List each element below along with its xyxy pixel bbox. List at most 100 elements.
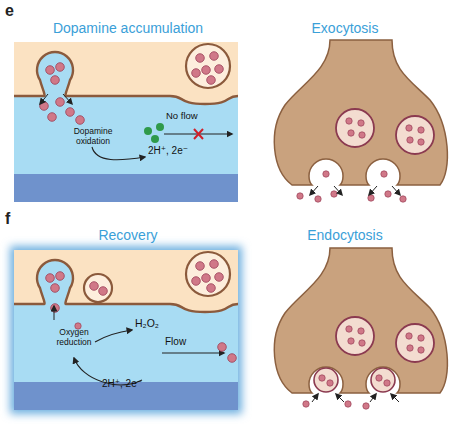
drawing-part xyxy=(418,127,424,133)
drawing-part xyxy=(56,272,65,281)
drawing-part xyxy=(215,65,224,74)
drawing-part xyxy=(218,343,227,352)
drawing-part xyxy=(369,186,377,195)
drawing-part xyxy=(303,401,309,407)
charge-label: 2H⁺, 2e⁻ xyxy=(102,378,172,389)
drawing-part xyxy=(210,52,219,61)
drawing-part xyxy=(196,262,205,271)
panel-heading: Exocytosis xyxy=(265,21,425,37)
drawing-part xyxy=(14,382,238,410)
drawing-part xyxy=(202,274,211,283)
drawing-part xyxy=(14,250,238,312)
drawing-part xyxy=(14,42,238,104)
drawing-part xyxy=(406,125,412,131)
drawing-part xyxy=(396,324,434,362)
drawing-part xyxy=(54,306,55,320)
drawing-part xyxy=(336,317,374,355)
drawing-part xyxy=(76,116,85,125)
drawing-part xyxy=(376,375,382,381)
drawing-part xyxy=(66,108,75,117)
drawing-part xyxy=(48,113,57,122)
drawing-part xyxy=(336,109,374,147)
product-label: H₂O₂ xyxy=(135,318,185,330)
drawing-part xyxy=(46,274,55,283)
panel-letter: e xyxy=(5,2,14,20)
drawing-part xyxy=(334,186,342,195)
drawing-part xyxy=(348,338,354,344)
drawing-part xyxy=(95,330,132,342)
drawing-part xyxy=(207,284,216,293)
drawing-part xyxy=(194,129,203,139)
drawing-part xyxy=(196,54,205,63)
drawing-part xyxy=(358,328,364,334)
drawing-part xyxy=(371,368,395,392)
drawing-part xyxy=(331,191,337,197)
drawing-part xyxy=(418,347,424,353)
drawing-part xyxy=(90,282,99,291)
drawing-part xyxy=(314,368,338,392)
drawing-part xyxy=(297,193,303,199)
drawing-part xyxy=(384,380,390,386)
drawing-part xyxy=(186,44,230,88)
drawing-part xyxy=(51,304,60,313)
drawing-part xyxy=(207,76,216,85)
drawing-part xyxy=(336,394,344,402)
drawing-part xyxy=(323,171,329,177)
drawing-part xyxy=(56,98,65,107)
drawing-part xyxy=(92,147,145,160)
drawing-part xyxy=(346,118,352,124)
recovery-panel xyxy=(10,246,242,414)
nerve-terminal: Exocytosis xyxy=(265,18,460,208)
drawing-part xyxy=(358,120,364,126)
drawing-part xyxy=(407,345,413,351)
drawing-part xyxy=(391,394,399,402)
drawing-part xyxy=(327,380,333,386)
drawing-part xyxy=(215,273,224,282)
nerve-terminal xyxy=(274,248,447,409)
drawing-part xyxy=(228,354,237,363)
process-label: Dopamine oxidation xyxy=(66,127,120,146)
drawing-part xyxy=(10,246,242,414)
drawing-part xyxy=(14,250,238,410)
drawing-part xyxy=(192,69,201,78)
electrode-panel xyxy=(14,42,238,202)
drawing-part xyxy=(418,335,424,341)
drawing-part xyxy=(396,116,434,154)
charge-label: 2H⁺, 2e⁻ xyxy=(148,145,218,156)
drawing-part xyxy=(363,403,369,409)
panel-letter: f xyxy=(5,210,10,228)
drawing-part xyxy=(63,94,72,104)
electrode-panel: Dopamine accumulationDopamine oxidation N… xyxy=(10,18,246,208)
nerve-terminal: Endocytosis xyxy=(265,225,460,420)
drawing-part xyxy=(400,196,406,202)
drawing-part xyxy=(162,352,224,353)
panel-heading: Endocytosis xyxy=(265,228,425,244)
drawing-part xyxy=(274,40,447,185)
drawing-part xyxy=(310,186,318,195)
electrode-panel: RecoveryOxygen reductionH₂O₂Flow2H⁺, 2e⁻ xyxy=(10,225,246,420)
drawing-part xyxy=(406,333,412,339)
drawing-part xyxy=(312,394,318,402)
drawing-part xyxy=(14,42,238,202)
drawing-part xyxy=(392,186,400,195)
drawing-part xyxy=(348,130,354,136)
drawing-part xyxy=(51,76,60,85)
drawing-part xyxy=(51,284,60,293)
drawing-part xyxy=(56,63,65,72)
drawing-part xyxy=(84,274,112,302)
drawing-part xyxy=(151,135,159,143)
panel-heading: Dopamine accumulation xyxy=(10,21,246,37)
drawing-part xyxy=(359,132,365,138)
flow-label: No flow xyxy=(166,111,226,122)
drawing-part xyxy=(75,323,81,329)
drawing-part xyxy=(202,66,211,75)
nerve-terminal xyxy=(274,40,447,202)
panel-heading: Recovery xyxy=(10,228,246,244)
drawing-part xyxy=(418,139,424,145)
drawing-part xyxy=(210,260,219,269)
drawing-part xyxy=(385,191,391,197)
drawing-part xyxy=(99,287,108,296)
drawing-part xyxy=(319,375,325,381)
drawing-part xyxy=(274,248,447,393)
